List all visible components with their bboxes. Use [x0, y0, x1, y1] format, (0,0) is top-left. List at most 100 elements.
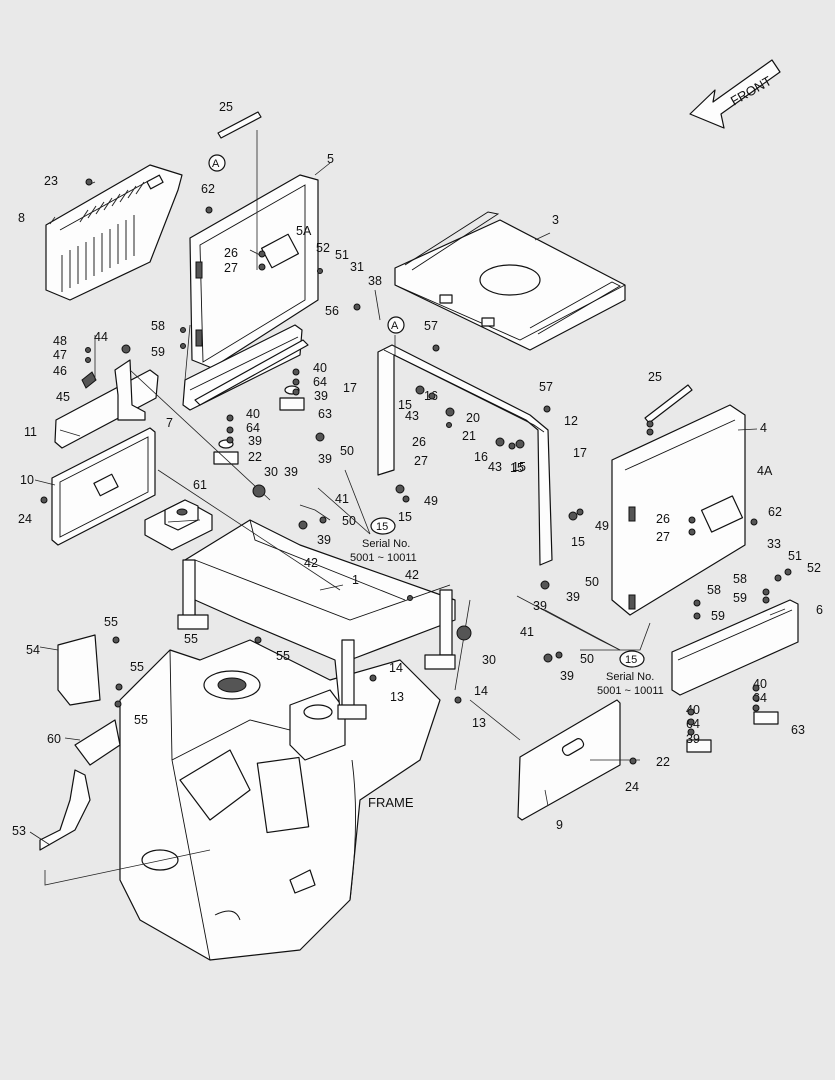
left-lower-covers [39, 634, 121, 851]
svg-text:13: 13 [390, 690, 404, 704]
svg-text:27: 27 [414, 454, 428, 468]
svg-text:26: 26 [224, 246, 238, 260]
right-side-door [611, 404, 746, 616]
svg-text:39: 39 [566, 590, 580, 604]
svg-text:12: 12 [564, 414, 578, 428]
svg-text:39: 39 [533, 599, 547, 613]
serial-callout-left: 15 Serial No. 5001 ~ 10011 [350, 517, 417, 564]
left-grille-panel [45, 164, 183, 301]
svg-text:64: 64 [313, 375, 327, 389]
svg-text:14: 14 [389, 661, 403, 675]
right-rubber-mounts [686, 711, 779, 753]
main-support-frame [177, 519, 456, 720]
frame-label: FRAME [368, 795, 414, 810]
svg-text:41: 41 [335, 492, 349, 506]
left-side-cover [51, 427, 156, 546]
svg-text:62: 62 [201, 182, 215, 196]
svg-text:39: 39 [686, 732, 700, 746]
svg-text:23: 23 [44, 174, 58, 188]
svg-text:48: 48 [53, 334, 67, 348]
svg-text:47: 47 [53, 348, 67, 362]
svg-text:5A: 5A [296, 224, 312, 238]
svg-text:5001 ~ 10011: 5001 ~ 10011 [597, 685, 664, 697]
svg-text:26: 26 [656, 512, 670, 526]
center-mount-plate [144, 499, 213, 551]
svg-text:3: 3 [552, 213, 559, 227]
svg-text:39: 39 [317, 533, 331, 547]
leader-lines [29, 130, 786, 886]
part-number-labels: 1 3 4 4A 5 5A 6 7 8 9 10 11 12 13 13 14 … [12, 100, 823, 838]
callout-a-mid: A [387, 316, 405, 334]
svg-text:50: 50 [342, 514, 356, 528]
svg-text:15: 15 [512, 460, 526, 474]
right-frame-arch [377, 344, 553, 566]
svg-text:15: 15 [376, 521, 388, 533]
svg-text:58: 58 [733, 572, 747, 586]
svg-text:60: 60 [47, 732, 61, 746]
svg-text:43: 43 [405, 409, 419, 423]
svg-text:27: 27 [656, 530, 670, 544]
svg-text:51: 51 [335, 248, 349, 262]
svg-text:15: 15 [398, 510, 412, 524]
left-lower-bracket [54, 359, 159, 449]
svg-text:15: 15 [571, 535, 585, 549]
svg-text:4A: 4A [757, 464, 773, 478]
svg-text:17: 17 [343, 381, 357, 395]
svg-text:49: 49 [595, 519, 609, 533]
svg-text:9: 9 [556, 818, 563, 832]
svg-text:50: 50 [340, 444, 354, 458]
svg-text:57: 57 [424, 319, 438, 333]
svg-text:40: 40 [313, 361, 327, 375]
callout-a-top: A [208, 154, 226, 172]
svg-text:Serial No.: Serial No. [362, 538, 410, 550]
svg-text:39: 39 [560, 669, 574, 683]
svg-text:63: 63 [318, 407, 332, 421]
lower-right-panel [517, 699, 621, 821]
svg-text:24: 24 [18, 512, 32, 526]
svg-text:5: 5 [327, 152, 334, 166]
svg-text:55: 55 [276, 649, 290, 663]
svg-text:40: 40 [246, 407, 260, 421]
svg-text:52: 52 [807, 561, 821, 575]
svg-text:8: 8 [18, 211, 25, 225]
svg-text:38: 38 [368, 274, 382, 288]
svg-text:59: 59 [151, 345, 165, 359]
svg-text:17: 17 [573, 446, 587, 460]
right-lower-bracket [671, 599, 799, 696]
svg-text:Serial No.: Serial No. [606, 671, 654, 683]
svg-text:59: 59 [711, 609, 725, 623]
svg-text:42: 42 [405, 568, 419, 582]
svg-text:5001 ~ 10011: 5001 ~ 10011 [350, 552, 417, 564]
svg-text:1: 1 [352, 573, 359, 587]
svg-text:39: 39 [318, 452, 332, 466]
svg-text:50: 50 [580, 652, 594, 666]
svg-text:50: 50 [585, 575, 599, 589]
svg-text:7: 7 [166, 416, 173, 430]
svg-text:55: 55 [104, 615, 118, 629]
svg-text:15: 15 [625, 654, 637, 666]
svg-text:22: 22 [656, 755, 670, 769]
svg-text:49: 49 [424, 494, 438, 508]
svg-text:24: 24 [625, 780, 639, 794]
svg-text:13: 13 [472, 716, 486, 730]
gas-struts [217, 111, 693, 424]
svg-text:22: 22 [248, 450, 262, 464]
svg-text:14: 14 [474, 684, 488, 698]
left-door-bracket [182, 324, 309, 411]
frame-body [119, 639, 441, 961]
svg-text:55: 55 [134, 713, 148, 727]
svg-text:21: 21 [462, 429, 476, 443]
svg-text:31: 31 [350, 260, 364, 274]
svg-text:61: 61 [193, 478, 207, 492]
svg-text:51: 51 [788, 549, 802, 563]
svg-text:55: 55 [184, 632, 198, 646]
svg-text:57: 57 [539, 380, 553, 394]
svg-text:56: 56 [325, 304, 339, 318]
svg-text:55: 55 [130, 660, 144, 674]
svg-text:10: 10 [20, 473, 34, 487]
hardware-dots [40, 178, 792, 765]
svg-text:16: 16 [474, 450, 488, 464]
svg-text:11: 11 [24, 425, 37, 439]
svg-text:39: 39 [248, 434, 262, 448]
